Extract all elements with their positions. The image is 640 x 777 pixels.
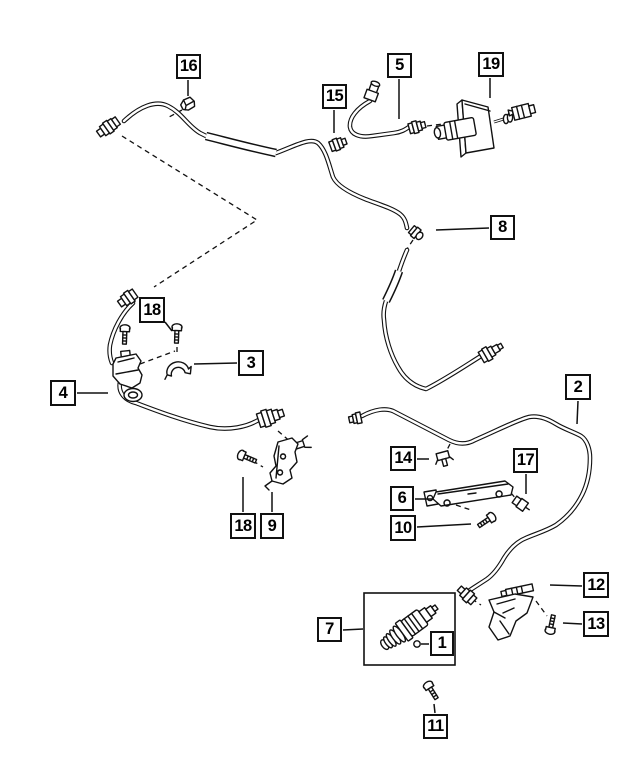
part-5-hose (347, 80, 427, 139)
tube8-end-fitting (95, 116, 122, 138)
mc-rod-connector (507, 102, 537, 121)
part-19-master-cylinder (433, 99, 537, 158)
callout-8[interactable]: 8 (490, 215, 515, 240)
leader-line-8 (435, 227, 490, 231)
callout-9[interactable]: 9 (260, 513, 284, 539)
callout-16[interactable]: 16 (176, 54, 201, 79)
tube2-left-tip (347, 411, 363, 425)
hose5-end-fitting (407, 120, 427, 135)
part-3-clip (164, 361, 192, 380)
part-1-bleeder-fitting (413, 640, 421, 648)
part-18-bolt-c (235, 448, 259, 467)
tube8-lower-fitting (477, 342, 504, 364)
part-17-clip (511, 495, 530, 512)
leader-line-18 (164, 321, 173, 332)
tube8-branch-fitting (407, 224, 424, 241)
bracket-4-junction (112, 349, 143, 403)
callout-7[interactable]: 7 (317, 617, 342, 642)
part-18-bolt-a (118, 323, 131, 345)
callout-11[interactable]: 11 (423, 714, 448, 739)
callout-17[interactable]: 17 (513, 448, 538, 473)
part-15-fitting-nut (328, 137, 348, 153)
callout-12[interactable]: 12 (583, 572, 609, 598)
callout-19[interactable]: 19 (478, 52, 504, 77)
hose4-coupler (255, 408, 286, 429)
callout-10[interactable]: 10 (390, 515, 416, 541)
part-2-clutch-tube (347, 407, 593, 606)
hose4-top-fitting (116, 288, 139, 308)
hose5-elbow-fitting (363, 80, 381, 103)
part-12-bracket (488, 583, 535, 641)
leader-line-7 (342, 628, 364, 631)
callout-6[interactable]: 6 (390, 486, 414, 511)
part-6-bracket (423, 480, 514, 507)
leader-line-11 (433, 703, 436, 714)
part-14-clip (435, 450, 454, 468)
leader-line-3 (193, 362, 238, 365)
leader-line-13 (562, 622, 583, 625)
leader-line-12 (549, 584, 583, 587)
part-11-bolt (421, 678, 442, 703)
callout-5[interactable]: 5 (387, 53, 412, 78)
tube2-end-fitting (456, 585, 478, 606)
part-8-clutch-tube (95, 101, 504, 392)
leader-lines (77, 78, 583, 714)
callout-1[interactable]: 1 (430, 631, 454, 656)
assembly-dashed-lines (121, 109, 548, 617)
part-16-clip (180, 96, 196, 111)
part-9-bracket (264, 435, 312, 491)
leader-line-10 (416, 523, 472, 528)
callout-14[interactable]: 14 (390, 446, 416, 471)
callout-18-13[interactable]: 18 (230, 513, 256, 539)
callout-15[interactable]: 15 (322, 84, 347, 109)
callout-18-5[interactable]: 18 (139, 297, 165, 323)
callout-2[interactable]: 2 (565, 374, 591, 400)
part-4-hose (107, 288, 286, 431)
part-10-bolt (475, 510, 499, 531)
callout-13[interactable]: 13 (583, 611, 609, 637)
part-13-screw (543, 613, 559, 636)
callout-3[interactable]: 3 (238, 350, 264, 376)
part-7-slave-cylinder (379, 604, 439, 651)
leader-line-2 (576, 400, 579, 425)
callout-4[interactable]: 4 (50, 380, 76, 406)
part-18-bolt-b (170, 322, 183, 344)
